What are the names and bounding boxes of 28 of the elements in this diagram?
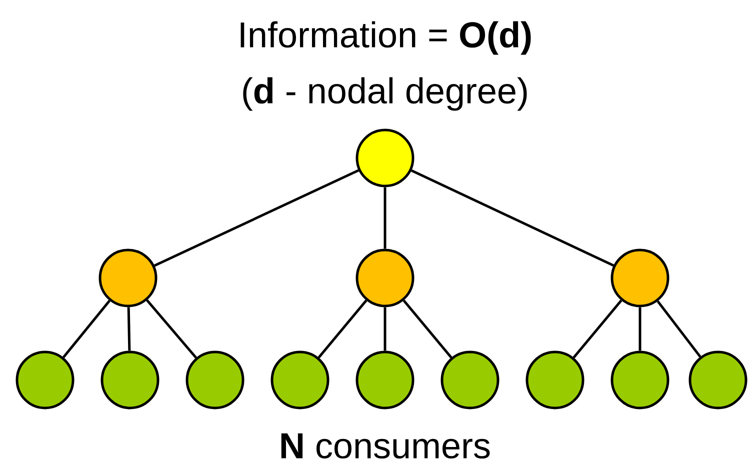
- connector-line: [154, 169, 360, 267]
- tree-node-circle: [356, 350, 414, 410]
- connector-line: [127, 307, 131, 351]
- connector-line: [402, 300, 452, 358]
- connector-line: [384, 307, 386, 351]
- connector-line: [318, 300, 368, 358]
- connector-line: [638, 307, 642, 351]
- connector-line: [384, 187, 386, 249]
- tree-node-circle: [356, 128, 414, 188]
- connector-line: [572, 300, 622, 358]
- connector-line: [410, 169, 614, 267]
- connector-line: [656, 300, 702, 358]
- tree-node-circle: [440, 350, 500, 410]
- note: (d - nodal degree): [243, 77, 527, 111]
- tree-node-circle: [526, 350, 584, 410]
- tree-node-circle: [610, 248, 670, 308]
- tree-node-circle: [270, 350, 330, 410]
- tree-node-circle: [98, 248, 158, 308]
- caption: N consumers: [281, 433, 490, 459]
- connector-line: [62, 300, 111, 358]
- tree-node-circle: [688, 350, 748, 410]
- tree-node-circle: [186, 350, 244, 410]
- tree-node-circle: [356, 248, 414, 308]
- tree-node-circle: [100, 350, 160, 410]
- connector-line: [146, 299, 197, 359]
- tree-node-circle: [610, 350, 670, 410]
- tree-node-circle: [16, 350, 74, 410]
- title: Information = O(d): [240, 21, 531, 55]
